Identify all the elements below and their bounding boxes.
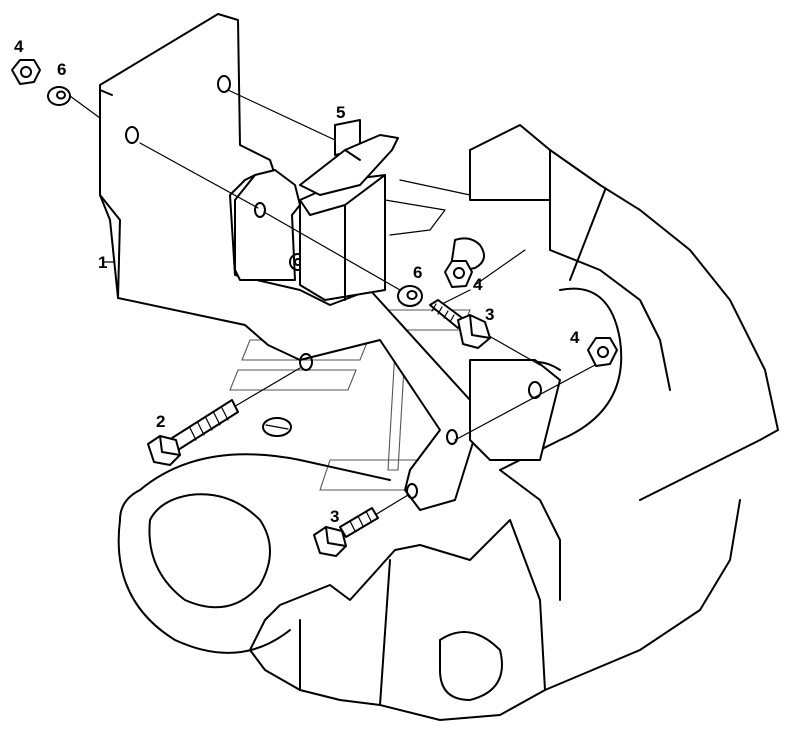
callout-3-lower: 3 [330, 507, 339, 526]
callout-4-middle: 4 [473, 275, 483, 294]
callout-6-top-left: 6 [57, 60, 66, 79]
callout-5: 5 [336, 103, 345, 122]
hex-nut-right [587, 337, 618, 367]
callout-2: 2 [156, 412, 165, 431]
latch-assembly [234, 119, 399, 301]
hex-bolt-long [147, 399, 239, 466]
hex-bolt-lower [313, 507, 379, 557]
hex-bolt-upper [429, 299, 491, 349]
hex-nut-top-left [11, 59, 41, 85]
leader-lines [69, 89, 596, 516]
callout-4-right: 4 [570, 328, 580, 347]
hex-nut-middle [444, 260, 473, 288]
threaded-hole [262, 417, 292, 437]
washer-middle [397, 285, 423, 307]
callout-3-upper: 3 [485, 305, 494, 324]
callout-6-middle: 6 [413, 263, 422, 282]
callout-4-top-left: 4 [14, 37, 24, 56]
callout-1: 1 [98, 253, 107, 272]
washer-top-left [47, 86, 71, 106]
